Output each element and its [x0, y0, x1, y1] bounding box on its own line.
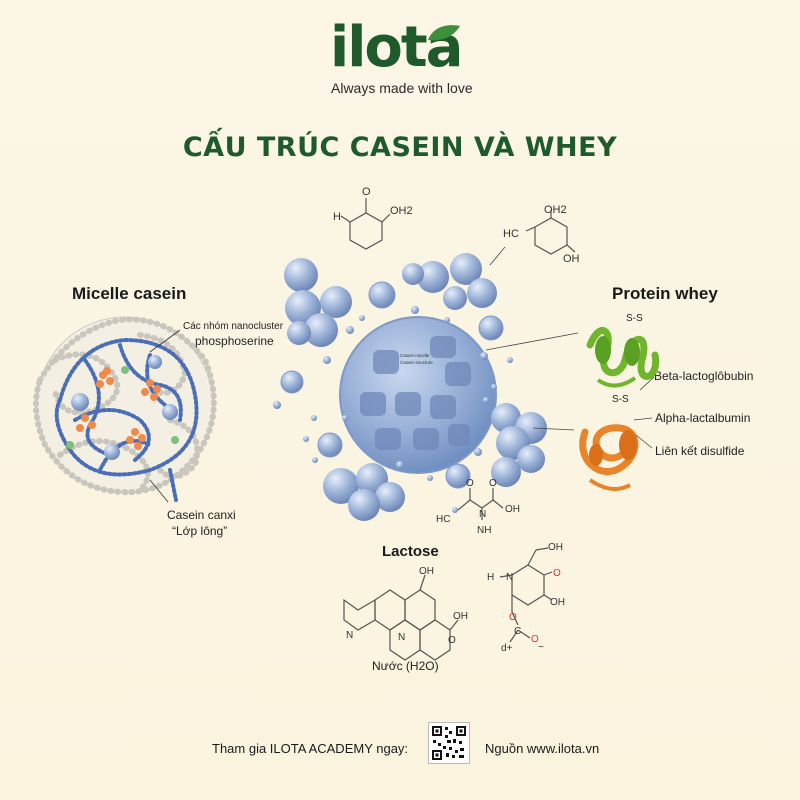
- micelle-casein-diagram: [33, 316, 217, 503]
- ss-bond-top: S-S: [626, 313, 643, 324]
- micelle-casein-heading: Micelle casein: [72, 284, 187, 303]
- svg-text:H: H: [487, 572, 494, 583]
- svg-text:O: O: [553, 568, 561, 579]
- lactose-molecule: [343, 574, 459, 661]
- molecule-top-right: [525, 210, 576, 255]
- alpha-lactalbumin-structure: [579, 417, 653, 491]
- disulfide-bond-label: Liên kết disulfide: [655, 444, 745, 458]
- svg-text:O: O: [509, 612, 517, 623]
- svg-text:−: −: [538, 642, 544, 653]
- svg-text:OH: OH: [550, 597, 565, 608]
- alpha-lactalbumin-label: Alpha-lactalbumin: [655, 411, 751, 425]
- svg-text:O: O: [531, 634, 539, 645]
- lactose-heading: Lactose: [382, 543, 439, 560]
- svg-text:O: O: [489, 478, 497, 489]
- chem-h: H: [333, 211, 341, 223]
- svg-text:HC: HC: [503, 228, 519, 240]
- beta-lactoglobulin-label: Beta-lactoglôbubin: [654, 369, 754, 383]
- svg-text:Casein structure: Casein structure: [400, 360, 433, 365]
- molecule-bottom-right: [499, 547, 553, 643]
- svg-text:N: N: [506, 572, 513, 583]
- svg-text:N: N: [398, 632, 405, 643]
- svg-text:Casein micelle: Casein micelle: [400, 353, 430, 358]
- hairy-layer-label: “Lớp lông”: [172, 524, 228, 538]
- source-text: Nguồn www.ilota.vn: [485, 741, 600, 756]
- casein-canxi-label: Casein canxi: [167, 508, 236, 522]
- phosphoserine-label: phosphoserine: [195, 334, 274, 348]
- qr-code[interactable]: [428, 722, 470, 764]
- molecule-top-left: [340, 198, 391, 250]
- svg-text:O: O: [448, 635, 456, 646]
- svg-text:d+: d+: [501, 643, 513, 654]
- nanocluster-label: Các nhóm nanocluster: [183, 321, 284, 332]
- central-casein-sphere: Casein micelle Casein structure: [339, 316, 497, 474]
- leaf-icon: [428, 25, 460, 41]
- svg-text:HC: HC: [436, 514, 450, 525]
- svg-text:C: C: [514, 626, 521, 637]
- ss-bond-bottom: S-S: [612, 394, 629, 405]
- academy-invite-text: Tham gia ILOTA ACADEMY ngay:: [212, 741, 409, 756]
- svg-text:OH: OH: [563, 253, 580, 265]
- tagline: Always made with love: [331, 80, 473, 96]
- casein-submicelle-clusters: [273, 246, 579, 521]
- chem-o: O: [362, 186, 371, 198]
- svg-text:OH2: OH2: [544, 204, 567, 216]
- svg-text:OH: OH: [419, 566, 434, 577]
- qr-code-icon: [432, 726, 466, 760]
- svg-text:N: N: [346, 630, 353, 641]
- svg-text:NH: NH: [477, 525, 491, 536]
- beta-lactoglobulin-structure: [586, 327, 660, 391]
- page-title: CẤU TRÚC CASEIN VÀ WHEY: [182, 132, 618, 163]
- svg-text:N: N: [479, 509, 486, 520]
- svg-text:OH: OH: [505, 504, 520, 515]
- svg-text:OH: OH: [453, 611, 468, 622]
- chem-oh2: OH2: [390, 205, 413, 217]
- protein-whey-heading: Protein whey: [612, 284, 718, 303]
- svg-text:O: O: [466, 478, 474, 489]
- molecule-middle: [457, 488, 504, 520]
- svg-text:OH: OH: [548, 542, 563, 553]
- water-label: Nước (H2O): [372, 659, 439, 673]
